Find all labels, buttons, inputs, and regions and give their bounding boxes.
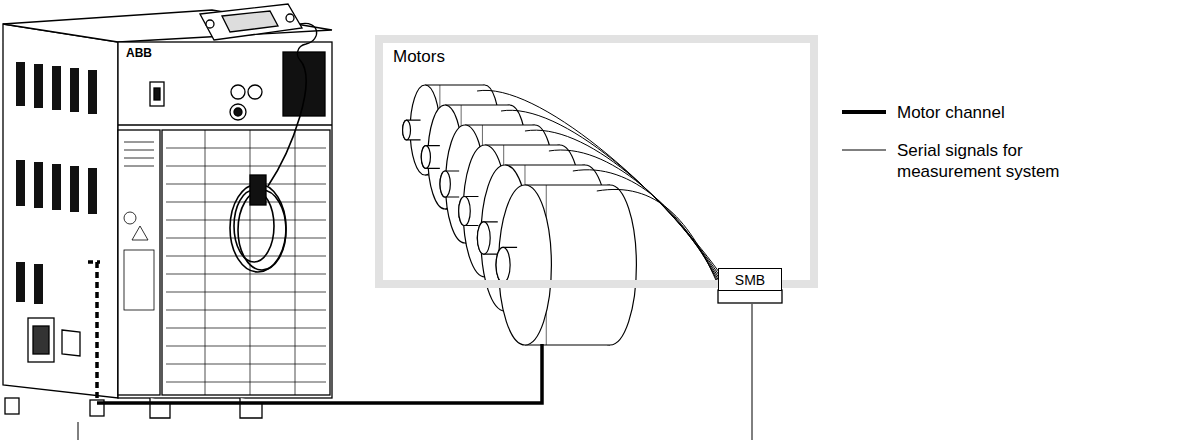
legend-text: Motor channel [897, 102, 1082, 123]
signal-wire [477, 90, 719, 272]
signal-wire [597, 189, 719, 287]
legend-sample-thin [842, 150, 886, 151]
motor-group [403, 85, 637, 345]
signal-wires [477, 90, 719, 287]
brand-label: ABB [126, 46, 152, 60]
legend-text: Serial signals for measurement system [897, 140, 1082, 182]
region-heading: Motors [393, 47, 800, 67]
legend-sample-thick [842, 110, 886, 114]
signal-wire [549, 150, 719, 281]
smb-box: SMB [718, 268, 782, 291]
leader-line [78, 422, 79, 440]
signal-wire [525, 130, 719, 278]
leader-line [752, 304, 753, 440]
signal-wire [573, 170, 719, 284]
region-box: Motors [375, 35, 818, 288]
motor [496, 185, 636, 345]
smb-base [718, 290, 782, 303]
signal-wire [501, 110, 719, 275]
controller-cabinet [3, 4, 332, 418]
box-label: SMB [735, 272, 765, 288]
